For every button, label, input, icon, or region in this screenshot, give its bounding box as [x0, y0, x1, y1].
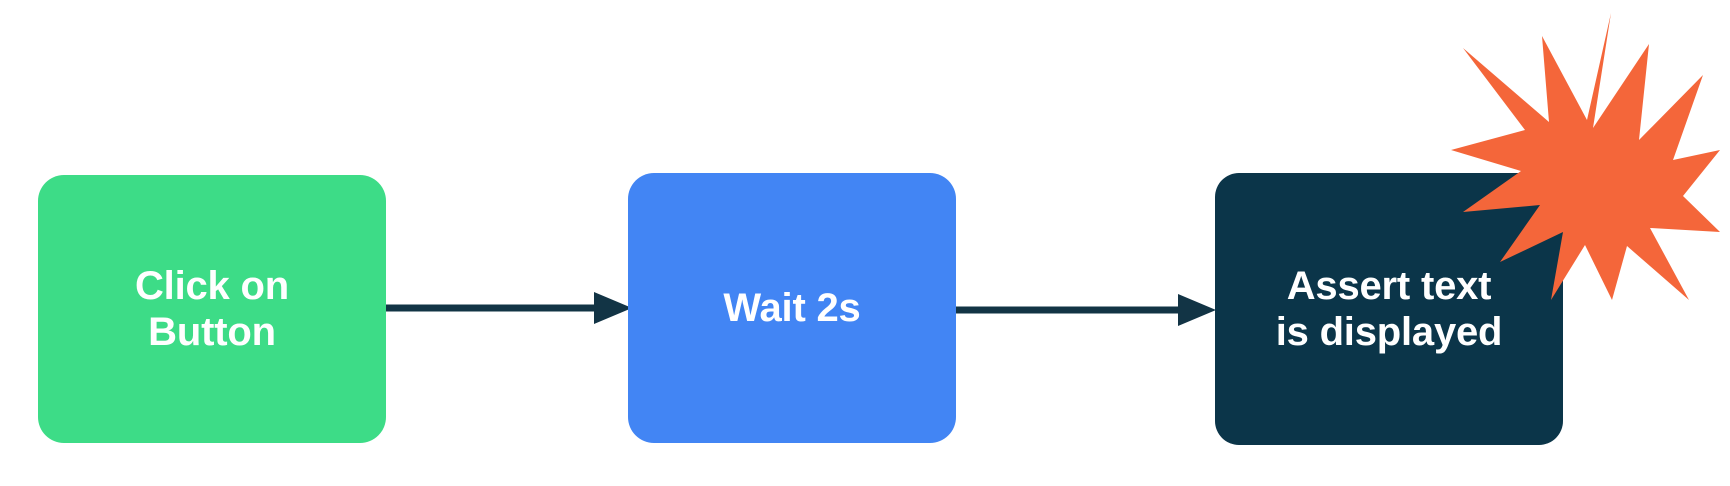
node-wait-2s-label: Wait 2s: [723, 286, 861, 330]
node-click-on-button[interactable]: Click on Button: [38, 175, 386, 443]
node-click-on-button-label: Click on Button: [135, 264, 289, 354]
node-assert-text-is-displayed-label: Assert text is displayed: [1275, 264, 1503, 354]
starburst-icon: [1451, 13, 1720, 300]
node-wait-2s[interactable]: Wait 2s: [628, 173, 956, 443]
connector-wait-to-assert: [956, 294, 1216, 326]
node-assert-text-is-displayed[interactable]: Assert text is displayed: [1215, 173, 1563, 445]
starburst-shape: [1451, 13, 1720, 300]
arrowhead-icon: [594, 292, 632, 324]
arrowhead-icon: [1178, 294, 1216, 326]
connector-click-to-wait: [384, 292, 632, 324]
